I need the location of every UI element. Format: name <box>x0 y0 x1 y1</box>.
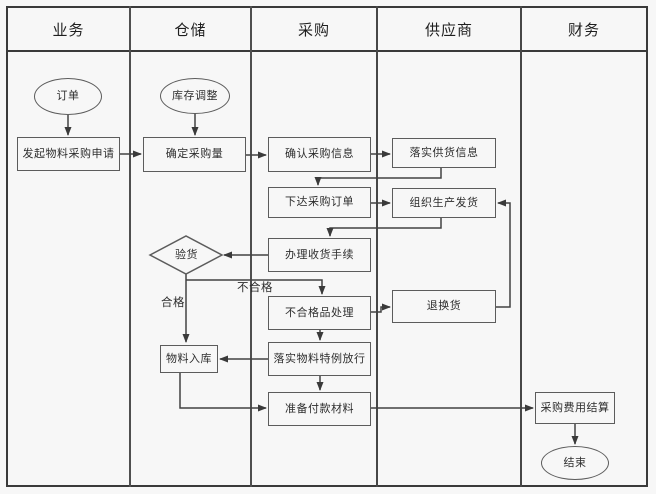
lane-divider-1 <box>129 6 131 487</box>
edge-label-unqualified: 不合格 <box>237 282 273 294</box>
node-issue-po: 下达采购订单 <box>268 187 371 218</box>
node-confirm-info: 确认采购信息 <box>268 137 371 172</box>
node-prepare-payment: 准备付款材料 <box>268 392 371 426</box>
lane-divider-2 <box>250 6 252 487</box>
lane-header-purchasing: 采购 <box>297 21 330 39</box>
node-handle-receiving: 办理收货手续 <box>268 238 371 272</box>
node-initiate-request: 发起物料采购申请 <box>17 137 120 171</box>
node-implement-supply: 落实供货信息 <box>392 138 496 168</box>
node-order: 订单 <box>34 78 102 115</box>
lane-header-row <box>6 6 648 52</box>
lane-header-finance: 财务 <box>567 21 600 39</box>
lane-header-warehouse: 仓储 <box>174 21 207 39</box>
node-expense-settlement: 采购费用结算 <box>535 392 615 424</box>
lane-header-business: 业务 <box>52 21 85 39</box>
lane-divider-3 <box>376 6 378 487</box>
node-determine-qty: 确定采购量 <box>143 137 246 172</box>
lane-divider-4 <box>520 6 522 487</box>
lane-header-supplier: 供应商 <box>424 21 473 39</box>
edge-label-qualified: 合格 <box>161 297 185 309</box>
node-warehousing: 物料入库 <box>160 345 218 373</box>
node-inventory-adjust: 库存调整 <box>160 78 230 114</box>
node-special-release: 落实物料特例放行 <box>268 342 371 376</box>
node-nonconforming: 不合格品处理 <box>268 296 371 330</box>
node-return-exchange: 退换货 <box>392 290 496 323</box>
node-organize-shipment: 组织生产发货 <box>392 188 496 218</box>
table-outer-border <box>6 6 648 487</box>
node-inspect-goods-label: 验货 <box>175 249 198 261</box>
node-end: 结束 <box>541 446 609 480</box>
